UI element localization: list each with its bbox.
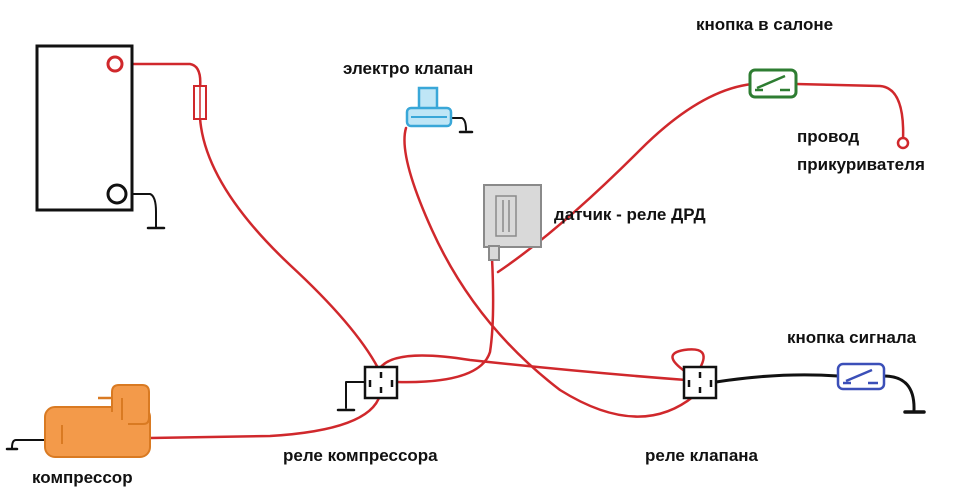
compressor-icon <box>44 384 151 458</box>
relay-icon <box>682 365 718 400</box>
wire-fuse-to-compressor-relay <box>198 116 380 370</box>
wire-compressor-ground <box>11 439 47 449</box>
wire-valve-relay-to-signal-button <box>714 373 840 384</box>
solenoid-valve-icon <box>405 86 453 128</box>
wire-signal-button-to-ground <box>882 374 916 412</box>
wire-valve-relay-loop <box>671 348 705 374</box>
label-lighter-wire-line1: провод <box>797 127 860 146</box>
lighter-plug-icon <box>896 136 910 150</box>
wire-cabin-button-to-lighter <box>794 82 905 142</box>
wire-battery-ground <box>127 193 157 229</box>
label-pressure-sensor-relay: датчик - реле ДРД <box>554 205 706 224</box>
wire-compressor-relay-ground <box>345 381 365 409</box>
label-valve-relay: реле клапана <box>645 446 759 465</box>
label-compressor: компрессор <box>32 468 133 487</box>
label-signal-button: кнопка сигнала <box>787 328 917 347</box>
wire-valve-ground <box>449 117 467 131</box>
red-wires <box>120 62 905 440</box>
switch-icon <box>748 68 798 99</box>
black-wires <box>11 117 916 449</box>
switch-icon <box>836 362 886 391</box>
wire-compressor-relay-to-sensor <box>395 256 495 384</box>
battery-positive-terminal <box>106 55 124 73</box>
label-cabin-button: кнопка в салоне <box>696 15 834 34</box>
wire-compressor-relay-to-compressor <box>148 393 382 440</box>
fuse-icon <box>193 85 207 120</box>
ground-symbols <box>5 130 926 451</box>
battery-negative-terminal <box>106 183 128 205</box>
wire-compressor-relay-to-valve-relay <box>378 354 688 382</box>
pressure-sensor-icon <box>483 184 542 261</box>
label-lighter-wire-line2: прикуривателя <box>797 155 925 174</box>
battery-icon <box>35 44 134 212</box>
relay-icon <box>363 365 399 400</box>
label-solenoid-valve: электро клапан <box>343 59 474 78</box>
wire-valve-to-valve-relay <box>403 126 696 418</box>
label-compressor-relay: реле компрессора <box>283 446 438 465</box>
wire-battery-to-fuse <box>120 62 202 90</box>
